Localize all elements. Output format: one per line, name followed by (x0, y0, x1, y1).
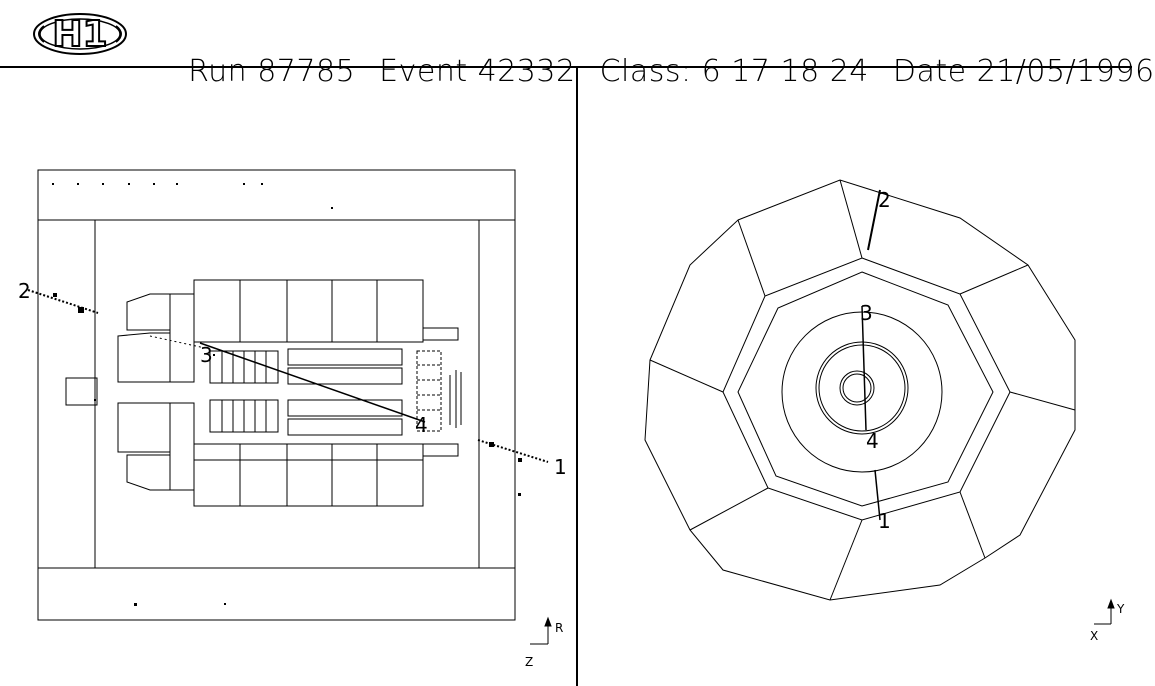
outer-calo-ring (644, 179, 1076, 601)
xy-view: 2 3 4 1 Y X (578, 68, 1132, 686)
track-label-2: 2 (18, 279, 31, 303)
tracker-mid (815, 341, 909, 435)
xy-axes-icon (1094, 598, 1115, 625)
event-number: Event 42332 (379, 54, 576, 89)
xy-track-label-2: 2 (878, 188, 891, 212)
track-2 (27, 289, 99, 314)
muon-hits (52, 183, 521, 606)
lar-calorimeter-bottom (193, 443, 459, 507)
lar-calorimeter-top (193, 279, 459, 343)
axis-label-x: X (1090, 629, 1098, 643)
track-label-3: 3 (200, 343, 213, 367)
rz-axes-icon (530, 616, 552, 645)
axis-label-y: Y (1116, 602, 1125, 616)
backward-calo-lower-2 (126, 454, 171, 491)
track-xy-2 (867, 189, 881, 251)
beam-pipe-box (65, 377, 98, 406)
backward-calo-lower (117, 402, 171, 453)
track-label-4: 4 (415, 413, 428, 437)
tracker-outer (781, 311, 943, 473)
run-number: Run 87785 (188, 54, 356, 89)
event-header: H1 Run 87785 Event 42332 Class: 6 17 18 24… (0, 0, 1154, 89)
track-3-4 (199, 342, 426, 423)
inner-calo-ring (722, 257, 1011, 521)
event-info: Run 87785 Event 42332 Class: 6 17 18 24 Dat… (148, 12, 1155, 89)
track-xy-1 (874, 469, 881, 521)
backward-calo-upper (126, 293, 171, 331)
xy-track-label-4: 4 (866, 429, 879, 453)
xy-track-label-1: 1 (878, 509, 891, 533)
xy-track-label-3: 3 (860, 301, 873, 325)
h1-logo-icon: H1 (33, 13, 127, 56)
track-1 (477, 439, 549, 463)
outer-iron-frame (37, 169, 516, 621)
track-xy-3-4 (861, 305, 867, 431)
rz-view: 2 3 4 1 R Z (0, 68, 576, 686)
beam-pipe (839, 370, 875, 406)
central-tracker (209, 348, 462, 436)
event-date: Date 21/05/1996 (892, 54, 1155, 89)
axis-label-z: Z (525, 655, 533, 669)
logo-text: H1 (52, 14, 107, 55)
track-label-1: 1 (554, 455, 567, 479)
event-class: Class: 6 17 18 24 (599, 54, 869, 89)
axis-label-r: R (555, 621, 563, 635)
inner-iron-frame (94, 219, 480, 569)
view-divider (576, 68, 578, 686)
backward-calo-upper-2 (117, 332, 171, 383)
tracks-xy (861, 189, 881, 521)
